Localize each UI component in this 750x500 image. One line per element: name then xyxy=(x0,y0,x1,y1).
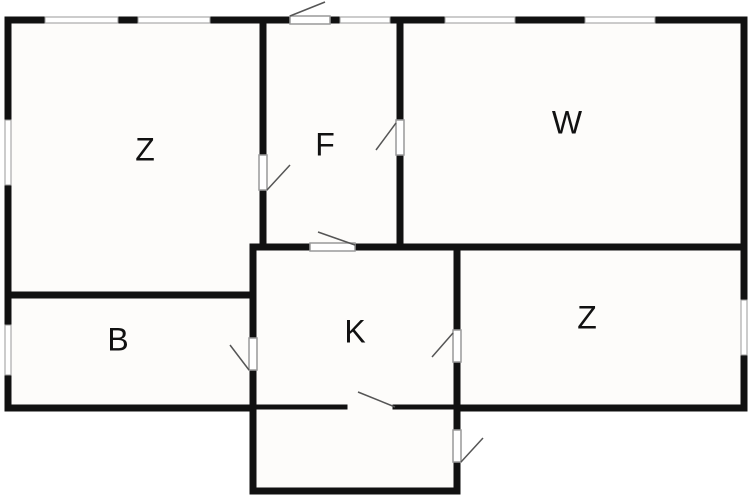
room-label-bedroom-2: Z xyxy=(577,299,597,335)
room-label-kitchen: K xyxy=(344,313,365,349)
windows xyxy=(4,16,748,376)
room-label-bath: B xyxy=(107,321,128,357)
doors xyxy=(229,1,484,463)
room-label-living: W xyxy=(552,104,583,140)
floors xyxy=(8,20,744,491)
room-label-bedroom-1: Z xyxy=(135,131,155,167)
room-label-hall: F xyxy=(315,126,335,162)
